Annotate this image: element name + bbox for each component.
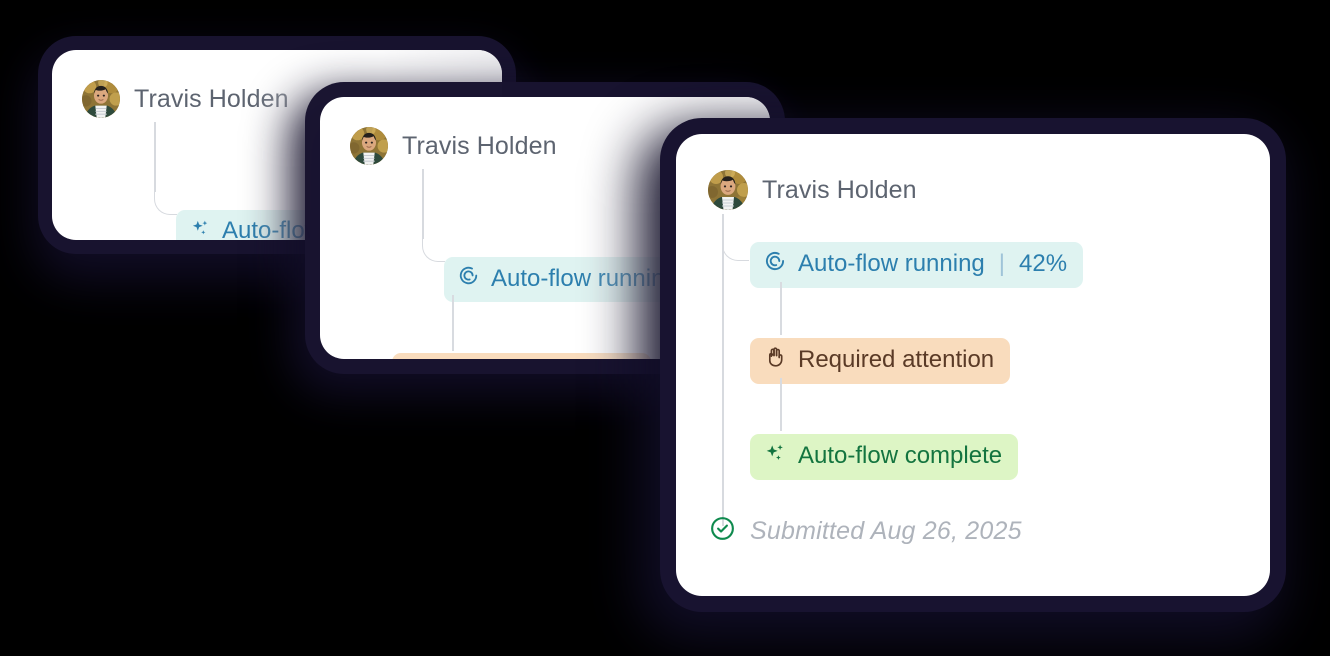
user-name: Travis Holden — [762, 175, 917, 204]
card-front-user-row: Travis Holden — [708, 170, 917, 210]
spinner-icon — [457, 264, 480, 294]
card-mid-user-row: Travis Holden — [350, 127, 557, 165]
user-name: Travis Holden — [402, 131, 557, 160]
user-name: Travis Holden — [134, 84, 289, 113]
timeline-elbow — [422, 235, 445, 262]
timeline-spine — [722, 214, 724, 526]
timeline-connector — [780, 378, 782, 431]
status-pill-auto-flow-running[interactable]: Auto-flow running | 42% — [750, 242, 1084, 288]
status-pill-label: Auto-flow running — [798, 250, 985, 277]
card-back-user-row: Travis Holden — [82, 80, 289, 118]
timeline-connector — [780, 282, 782, 335]
status-pill-auto-flow-complete[interactable]: Auto-flow complete — [750, 434, 1019, 480]
status-pill-label: Auto-flow complete — [798, 442, 1003, 469]
status-pill-value: 42% — [1019, 250, 1068, 277]
status-pill-required-attention[interactable]: Required attention — [750, 338, 1011, 384]
sparkle-icon — [189, 217, 211, 240]
status-card-front[interactable]: Travis Holden Auto-flow running | 42% — [676, 134, 1270, 596]
avatar — [708, 170, 748, 210]
status-pill-separator: | — [998, 250, 1006, 277]
check-circle-icon — [709, 515, 736, 547]
timeline-elbow — [722, 230, 749, 261]
status-pill-label: Auto-flow running — [491, 264, 678, 292]
timeline-elbow — [154, 188, 177, 215]
submitted-text: Submitted Aug 26, 2025 — [750, 516, 1022, 545]
timeline-connector — [452, 295, 454, 351]
status-pill-required-attention[interactable]: Required attention — [392, 353, 652, 359]
spinner-icon — [763, 249, 787, 280]
status-pill-label: Required attention — [798, 346, 995, 373]
avatar — [82, 80, 120, 118]
avatar — [350, 127, 388, 165]
raised-hand-icon — [763, 345, 787, 376]
timeline-spine — [154, 122, 156, 192]
submitted-row: Submitted Aug 26, 2025 — [709, 515, 1022, 547]
timeline-spine — [422, 169, 424, 239]
sparkle-icon — [763, 441, 787, 472]
